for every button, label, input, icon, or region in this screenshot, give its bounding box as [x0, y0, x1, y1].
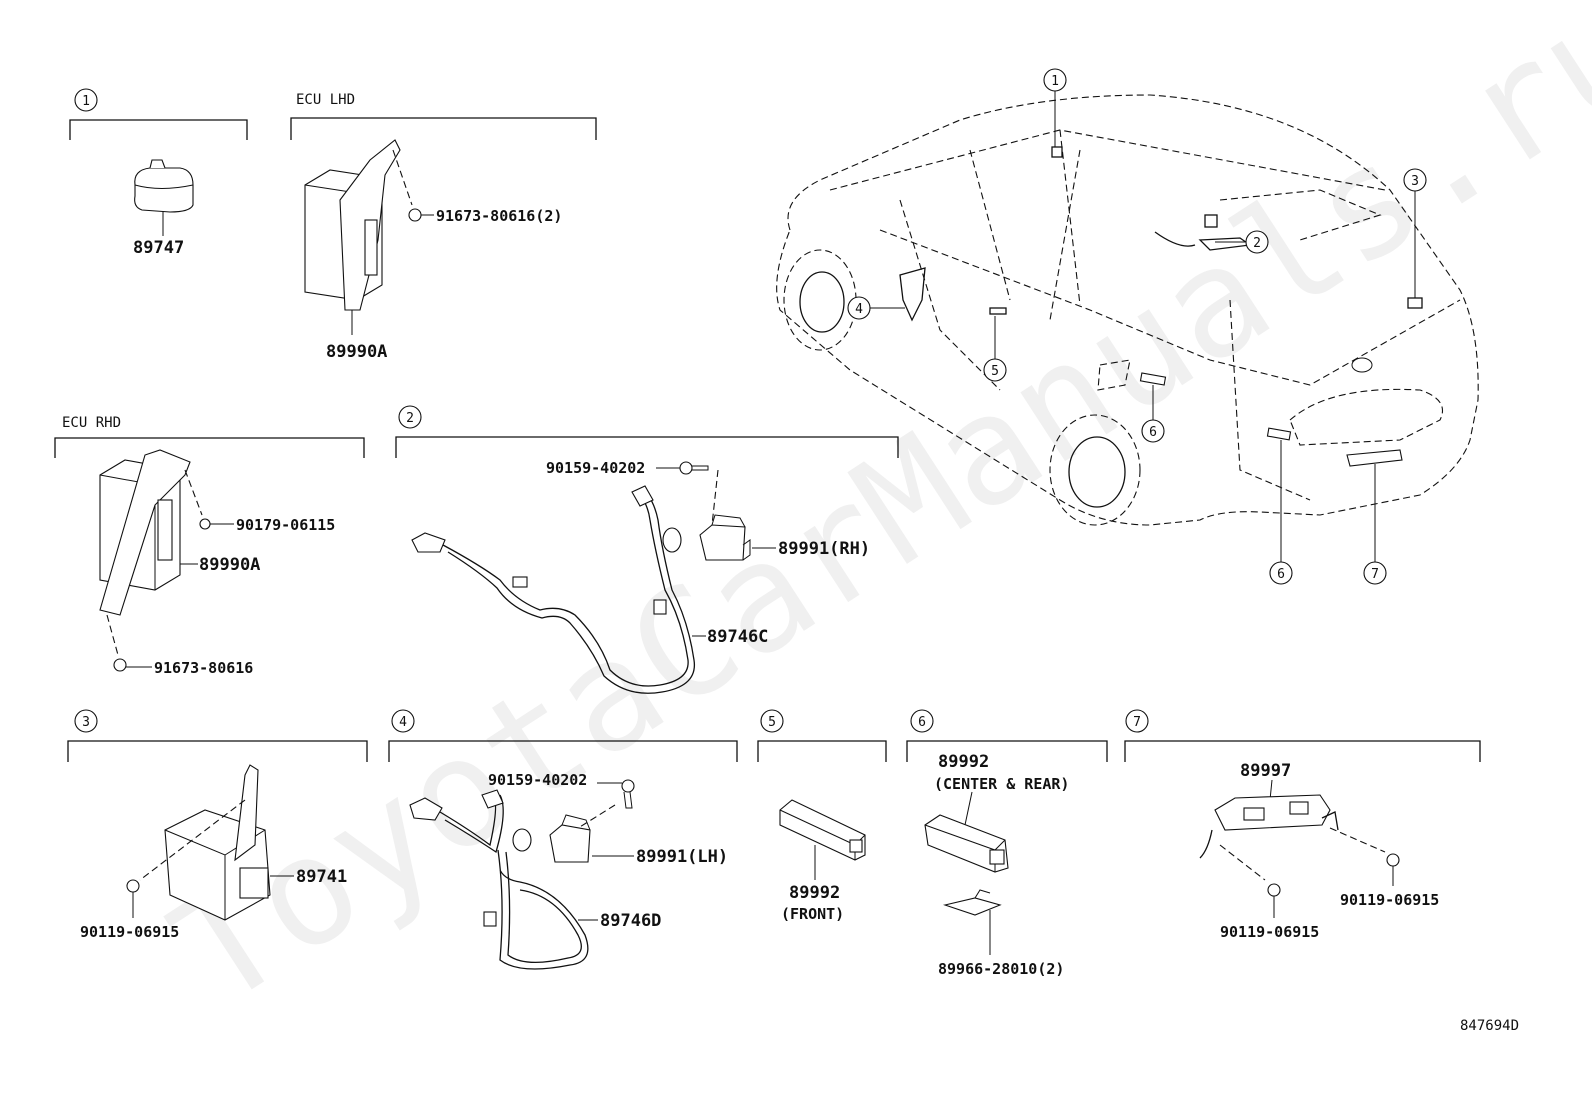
diagram-number: 847694D — [1460, 1018, 1519, 1034]
car-callout: 7 — [1371, 567, 1379, 582]
part-89747-drawing — [134, 159, 194, 213]
bolt-icon — [1267, 883, 1281, 897]
callout-number: 1 — [82, 94, 90, 109]
group-5: 5 89992 (FRONT) — [757, 709, 887, 923]
car-callout: 5 — [991, 364, 999, 379]
part-label: 89992 — [938, 752, 989, 772]
group-2: 2 90159-40202 89991(RH) 89746C — [395, 405, 899, 694]
part-89741-drawing — [164, 764, 271, 921]
part-89992-front-drawing — [779, 799, 866, 861]
group-7: 7 89997 90119-06915 90119-06915 — [1124, 709, 1481, 941]
group-6: 6 89992 (CENTER & REAR) 89966-28010(2) — [906, 709, 1108, 978]
bolt-icon — [679, 461, 693, 475]
part-label: 89741 — [296, 867, 347, 887]
part-label: 89997 — [1240, 761, 1291, 781]
ecu-rhd-drawing — [99, 449, 191, 616]
callout-number: 7 — [1133, 715, 1141, 730]
part-label: 91673-80616(2) — [436, 207, 562, 225]
part-89997-drawing — [1199, 794, 1339, 859]
part-label: 91673-80616 — [154, 659, 253, 677]
group-bracket — [395, 436, 899, 458]
car-callout: 4 — [855, 302, 863, 317]
callout-number: 5 — [768, 715, 776, 730]
part-89992-center-rear-drawing — [924, 814, 1009, 873]
bolt-icon — [113, 658, 127, 672]
part-label: 90119-06915 — [1220, 923, 1319, 941]
callout-circle — [74, 709, 98, 733]
group-bracket — [906, 740, 1108, 762]
nut-icon — [199, 518, 211, 530]
part-label: 89990A — [199, 555, 260, 575]
part-label: 89966-28010(2) — [938, 960, 1064, 978]
callout-circle — [74, 88, 98, 112]
sensor-rh-drawing — [699, 514, 751, 561]
part-label: 89991(LH) — [636, 847, 728, 867]
bolt-icon — [621, 779, 635, 793]
car-callout: 2 — [1253, 236, 1261, 251]
part-label: 90179-06115 — [236, 516, 335, 534]
car-callout: 3 — [1411, 174, 1419, 189]
group-bracket — [67, 740, 368, 762]
group-bracket — [388, 740, 738, 762]
part-label: 89990A — [326, 342, 387, 362]
ecu-lhd-drawing — [304, 139, 401, 311]
clip-drawing — [942, 889, 1002, 916]
callout-number: 6 — [918, 715, 926, 730]
callout-circle — [1125, 709, 1149, 733]
car-callout: 6 — [1277, 567, 1285, 582]
callout-circle — [910, 709, 934, 733]
bolt-icon — [408, 208, 422, 222]
part-label: 90159-40202 — [546, 459, 645, 477]
wire-harness-c-drawing — [411, 485, 696, 694]
vehicle-overview: 1 2 3 4 5 6 6 7 — [776, 68, 1479, 585]
group-header: ECU RHD — [62, 415, 121, 431]
car-callout: 1 — [1051, 74, 1059, 89]
wire-harness-d-drawing — [409, 789, 589, 970]
group-bracket — [69, 119, 248, 140]
car-callout: 6 — [1149, 425, 1157, 440]
part-label: 89746C — [707, 627, 768, 647]
bolt-icon — [126, 879, 140, 893]
part-label: 89992 — [789, 883, 840, 903]
callout-circle — [398, 405, 422, 429]
part-label: (FRONT) — [781, 905, 844, 923]
sensor-lh-drawing — [549, 814, 591, 863]
group-bracket — [54, 437, 365, 458]
group-ecu-lhd: ECU LHD 91673-80616(2) 89990A — [290, 92, 597, 362]
group-bracket — [290, 117, 597, 140]
group-bracket — [757, 740, 887, 762]
group-3: 3 89741 90119-06915 — [67, 709, 368, 941]
callout-circle — [760, 709, 784, 733]
callout-number: 4 — [399, 715, 407, 730]
group-1: 1 89747 — [69, 88, 248, 258]
group-bracket — [1124, 740, 1481, 762]
part-label: (CENTER & REAR) — [934, 775, 1069, 793]
bolt-icon — [1386, 853, 1400, 867]
group-4: 4 90159-40202 89991(LH) 89746D — [388, 709, 738, 970]
callout-number: 3 — [82, 715, 90, 730]
part-label: 90119-06915 — [80, 923, 179, 941]
part-label: 89746D — [600, 911, 661, 931]
part-label: 89991(RH) — [778, 539, 870, 559]
part-label: 90159-40202 — [488, 771, 587, 789]
part-label: 90119-06915 — [1340, 891, 1439, 909]
callout-circle — [391, 709, 415, 733]
group-ecu-rhd: ECU RHD 90179-06115 89990A 91673-80616 — [54, 415, 365, 677]
group-header: ECU LHD — [296, 92, 355, 108]
part-label: 89747 — [133, 238, 184, 258]
callout-number: 2 — [406, 411, 414, 426]
